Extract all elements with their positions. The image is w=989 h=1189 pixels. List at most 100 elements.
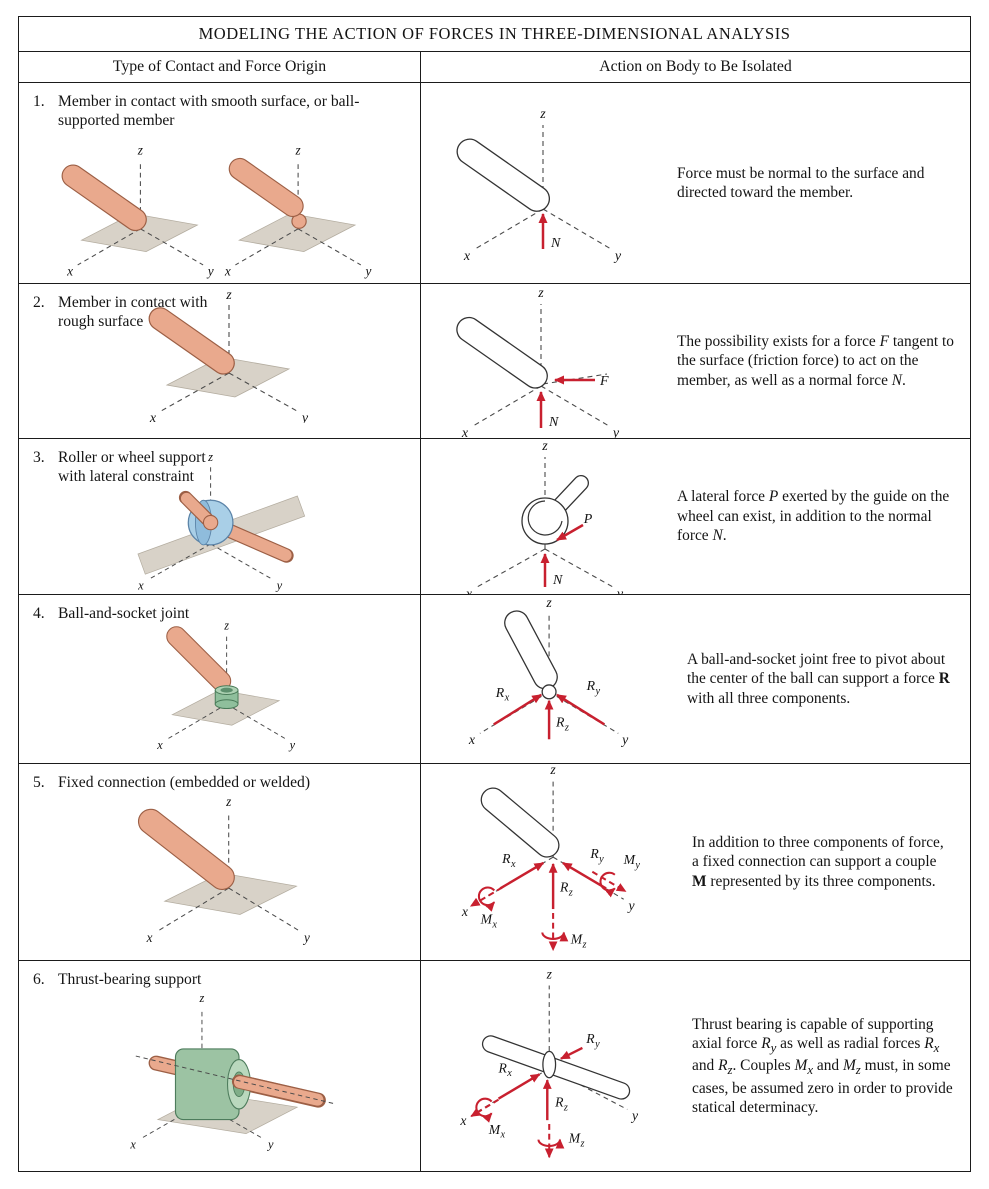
couple-loop-Mx [477, 886, 496, 912]
force-label-Rx-sub: x [506, 1068, 512, 1079]
row4-label: Ball-and-socket joint [58, 605, 190, 622]
row3-action-cell: z x y P N A lateral force P exerted by t… [421, 439, 970, 595]
figure-rough-surface-contact: z x y [148, 288, 308, 426]
couple-loop-Mx [475, 1097, 493, 1123]
axis-label-x: x [461, 426, 469, 439]
row1-contact-figure-wrap: z x y z x y [33, 130, 414, 283]
row2-label: Member in contact with rough surface [58, 294, 208, 331]
axis-label-x: x [223, 263, 230, 278]
row3-label: Roller or wheel support with lateral con… [58, 449, 206, 486]
axis-label-x: x [66, 263, 73, 278]
couple-label-Mz-sub: z [579, 1138, 584, 1149]
force-label-F: F [599, 374, 609, 389]
couple-loop-Mz [541, 931, 569, 942]
axis-label-x: x [465, 587, 473, 596]
force-label-Rz: R [559, 879, 569, 894]
axis-label-x: x [156, 738, 163, 752]
table-title: MODELING THE ACTION OF FORCES IN THREE-D… [19, 17, 970, 52]
couple-label-Mx: M [488, 1122, 501, 1137]
force-label-Rz: R [555, 714, 565, 729]
row2-contact-cell: 2. Member in contact with rough surface … [19, 284, 421, 439]
support-plane [165, 356, 290, 398]
couple-loop-My [599, 871, 616, 898]
axis-label-y: y [266, 1138, 274, 1152]
row5-label: Fixed connection (embedded or welded) [58, 774, 311, 791]
row5-item-title: 5. Fixed connection (embedded or welded) [33, 773, 413, 792]
support-plane [79, 213, 199, 253]
ball-end [541, 684, 557, 700]
axis-label-y: y [611, 426, 620, 439]
force-label-Ry: R [586, 678, 596, 693]
axis-label-y: y [301, 930, 309, 945]
row5-description: In addition to three components of force… [692, 833, 944, 890]
couple-label-Mz: M [568, 1131, 581, 1146]
axis-label-x: x [129, 1138, 136, 1152]
couple-label-My: M [623, 852, 637, 867]
axis-label-z: z [294, 143, 300, 158]
row2-description: The possibility exists for a force F tan… [677, 332, 954, 389]
row2-number: 2. [33, 294, 45, 311]
axis-label-y: y [299, 411, 308, 423]
couple-label-Mx-sub: x [491, 920, 497, 931]
force-label-Rz-sub: z [564, 722, 569, 733]
row2-action-cell: z x y F N The possibility exists for a f… [421, 284, 970, 439]
axis-label-x: x [459, 1113, 466, 1128]
axis-label-x: x [463, 249, 471, 264]
force-arrow-Rx [493, 693, 543, 726]
axis-label-y: y [287, 738, 295, 752]
figure-normal-force: z x y N [456, 107, 622, 264]
isolated-member [456, 316, 548, 389]
figure-thrust-bearing-forces: z x y R y R x R z M x [459, 967, 639, 1159]
row4-contact-figure-wrap: z x y [33, 619, 414, 760]
row6-description: Thrust bearing is capable of supporting … [692, 1015, 953, 1116]
axis-label-y: y [626, 898, 635, 913]
force-label-Rx: R [498, 1060, 508, 1075]
force-label-Rz-sub: z [568, 887, 573, 898]
force-label-Rx: R [495, 685, 505, 700]
axis-label-z: z [541, 439, 548, 454]
wheel-hub [202, 514, 218, 531]
figure-friction-normal-force: z x y F N [456, 286, 620, 439]
row1-action-cell: z x y N Force must be normal to the surf… [421, 83, 970, 284]
row6-contact-cell: 6. Thrust-bearing support z x y [19, 961, 421, 1171]
figure-lateral-normal-force: z x y P N [465, 439, 624, 596]
row4-item-title: 4. Ball-and-socket joint [33, 604, 373, 623]
row4-action-cell: z x y R x R y R z A ball-and-socket join… [421, 595, 970, 764]
axis-label-x: x [137, 579, 144, 593]
figure-roller-wheel-support: z x y [137, 450, 305, 593]
isolated-member [504, 610, 558, 690]
row5-contact-figure-wrap: z x y [33, 792, 414, 959]
force-label-Rx: R [501, 851, 511, 866]
force-label-Rz-sub: z [563, 1102, 568, 1113]
isolated-member [456, 138, 551, 212]
force-label-Ry: R [585, 1031, 595, 1046]
force-label-Ry-sub: y [594, 1039, 600, 1050]
axis-label-z: z [136, 143, 142, 158]
force-label-N: N [550, 236, 561, 251]
row4-description: A ball-and-socket joint free to pivot ab… [687, 650, 950, 707]
force-arrow-Ry [560, 1046, 583, 1060]
axis-label-z: z [225, 289, 232, 303]
member-rod [137, 808, 235, 891]
couple-axis-Mx [469, 886, 503, 907]
couple-label-Mx: M [480, 912, 494, 927]
axis-label-z: z [223, 619, 229, 633]
shaft-centerline [135, 1055, 334, 1105]
figure-fixed-connection: z x y [137, 794, 309, 945]
force-label-N: N [552, 573, 563, 588]
axis-label-x: x [468, 732, 476, 747]
row5-number: 5. [33, 774, 45, 791]
socket-base [214, 699, 239, 710]
row4-contact-cell: 4. Ball-and-socket joint z x y [19, 595, 421, 764]
row6-label: Thrust-bearing support [58, 971, 202, 988]
couple-label-My-sub: y [634, 860, 640, 871]
row2-item-title: 2. Member in contact with rough surface [33, 293, 208, 331]
member-rod [165, 626, 231, 692]
axis-label-z: z [198, 991, 204, 1005]
axis-label-z: z [225, 794, 231, 809]
force-arrow-Ry [562, 861, 607, 890]
row6-action-cell: z x y R y R x R z M x [421, 961, 970, 1171]
row6-item-title: 6. Thrust-bearing support [33, 970, 373, 989]
row1-number: 1. [33, 93, 45, 110]
